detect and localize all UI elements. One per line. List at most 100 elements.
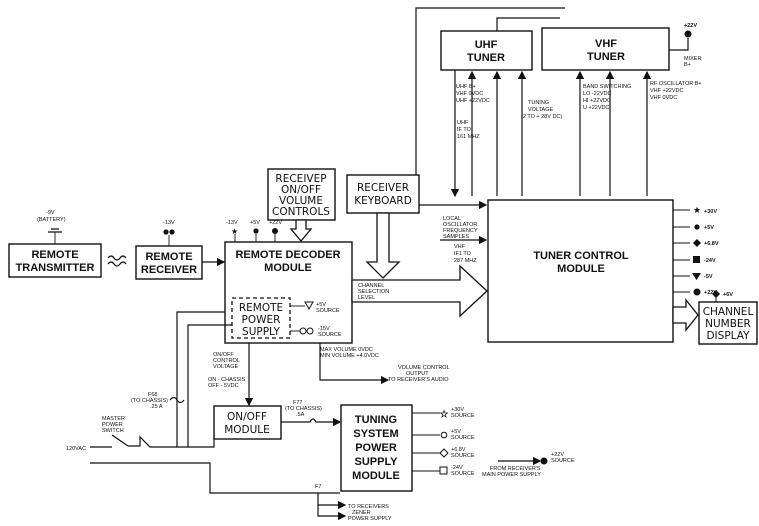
svg-text:SAMPLES: SAMPLES	[443, 234, 469, 240]
svg-text:TUNER CONTROL: TUNER CONTROL	[533, 250, 629, 262]
svg-text:VHF +22VDC: VHF +22VDC	[650, 88, 683, 94]
svg-text:ON/OFF: ON/OFF	[213, 352, 234, 358]
svg-text:B+: B+	[684, 62, 691, 68]
onoff-module-block: ON/OFF MODULE	[213, 405, 282, 440]
svg-text:+5V: +5V	[250, 220, 260, 226]
svg-text:TRANSMITTER: TRANSMITTER	[16, 262, 95, 274]
svg-text:TUNING: TUNING	[355, 414, 397, 426]
svg-text:VHF: VHF	[454, 244, 466, 250]
svg-text:SELECTION: SELECTION	[358, 289, 389, 295]
diamond-symbol	[693, 239, 701, 247]
svg-text:SOURCE: SOURCE	[451, 435, 475, 441]
svg-text:UHF: UHF	[475, 39, 498, 51]
master-switch[interactable]	[111, 434, 215, 448]
minus15-source-label: -15V SOURCE	[318, 326, 342, 338]
svg-text:BAND SWITCHING: BAND SWITCHING	[583, 84, 631, 90]
svg-text:★: ★	[440, 409, 448, 419]
remote-decoder-module-block: REMOTE DECODER MODULE	[224, 241, 353, 344]
svg-text:MAIN POWER SUPPLY: MAIN POWER SUPPLY	[482, 472, 541, 478]
ir-waves	[107, 255, 127, 267]
display-supply-diamond	[712, 290, 720, 298]
svg-text:LOCAL: LOCAL	[443, 216, 461, 222]
big-dot-symbol	[693, 288, 701, 296]
svg-text:POWER: POWER	[355, 442, 397, 454]
svg-text:VHF 0VDC: VHF 0VDC	[650, 95, 677, 101]
svg-text:287 MHZ: 287 MHZ	[454, 258, 477, 264]
vhf-if-label: VHF IF1 TO 287 MHZ	[454, 244, 477, 264]
svg-text:MODULE: MODULE	[557, 263, 605, 275]
svg-text:TUNER: TUNER	[467, 52, 505, 64]
svg-text:(TO CHASSIS): (TO CHASSIS)	[131, 398, 168, 404]
svg-text:-9V: -9V	[46, 210, 55, 216]
svg-text:FREQUENCY: FREQUENCY	[443, 228, 478, 234]
svg-text:REMOTE: REMOTE	[31, 249, 78, 261]
svg-text:SOURCE: SOURCE	[318, 332, 342, 338]
dot-symbol	[694, 224, 700, 230]
svg-text:REMOTE: REMOTE	[145, 251, 192, 263]
svg-text:RECEIVEP: RECEIVEP	[275, 173, 326, 185]
svg-text:LO -22VDC: LO -22VDC	[583, 91, 611, 97]
mixer-terminal	[684, 30, 692, 38]
svg-text:-24V: -24V	[451, 465, 463, 471]
svg-text:OUTPUT: OUTPUT	[406, 371, 429, 377]
svg-text:VHF 0VDC: VHF 0VDC	[456, 91, 483, 97]
receiver-onoff-volume-block: RECEIVEP ON/OFF VOLUME CONTROLS	[267, 168, 336, 221]
mixer-label: +22V MIXER B+	[684, 23, 701, 68]
svg-text:SYSTEM: SYSTEM	[353, 428, 398, 440]
svg-text:SOURCE: SOURCE	[451, 413, 475, 419]
battery-label: -9V (BATTERY)	[37, 210, 66, 223]
svg-text:RECEIVER: RECEIVER	[357, 182, 409, 194]
svg-text:(BATTERY): (BATTERY)	[37, 217, 66, 223]
svg-text:+22V: +22V	[551, 452, 564, 458]
svg-text:MAX VOLUME 0VDC: MAX VOLUME 0VDC	[320, 347, 373, 353]
svg-text:+22V: +22V	[269, 220, 282, 226]
channel-selection-label: CHANNEL SELECTION LEVEL	[358, 283, 389, 301]
svg-text:CONTROL: CONTROL	[213, 358, 240, 364]
rx-supply-label: -13V	[163, 220, 175, 226]
svg-text:IF TO: IF TO	[457, 127, 472, 133]
controls-arrow	[289, 219, 313, 243]
svg-text:-24V: -24V	[704, 258, 716, 264]
svg-text:SOURCE: SOURCE	[316, 308, 340, 314]
svg-text:+5V: +5V	[451, 429, 461, 435]
band-switching-label: BAND SWITCHING LO -22VDC HI +22VDC U +22…	[583, 84, 631, 111]
svg-text:VOLUME CONTROL: VOLUME CONTROL	[398, 365, 450, 371]
tuning-voltage-label: TUNING VOLTAGE (2 TO + 28V DC)	[521, 100, 562, 120]
svg-text:SUPPLY: SUPPLY	[242, 326, 280, 338]
svg-text:RF OSCILLATOR B+: RF OSCILLATOR B+	[650, 81, 702, 87]
uhf-tuner-block: UHF TUNER	[440, 30, 533, 71]
svg-text:MODULE: MODULE	[224, 424, 270, 436]
svg-text:-5V: -5V	[704, 274, 713, 280]
plus22-source-label: +22V SOURCE	[551, 452, 575, 464]
uhf-bplus-label: UHF B+ VHF 0VDC UHF +22VDC	[456, 84, 490, 104]
svg-text:VOLUME: VOLUME	[279, 195, 323, 207]
svg-text:+30V: +30V	[704, 209, 717, 215]
svg-text:CHANNEL: CHANNEL	[703, 306, 754, 318]
svg-text:NUMBER: NUMBER	[705, 318, 751, 330]
svg-text:ZENER: ZENER	[352, 510, 371, 516]
svg-text:ON/OFF: ON/OFF	[227, 411, 267, 423]
svg-text:VOLTAGE: VOLTAGE	[213, 364, 238, 370]
svg-text:F77: F77	[293, 400, 302, 406]
from-receiver-label: FROM RECEIVER'S MAIN POWER SUPPLY	[482, 466, 541, 478]
tps-outputs: ★ +30V SOURCE +5V SOURCE +6.8V SOURCE -2…	[412, 407, 475, 477]
svg-text:POWER SUPPLY: POWER SUPPLY	[348, 516, 392, 522]
vhf-oscillator-label: RF OSCILLATOR B+ VHF +22VDC VHF 0VDC	[650, 81, 702, 101]
channel-number-display-block: CHANNEL NUMBER DISPLAY	[698, 301, 758, 345]
svg-text:.25 A: .25 A	[150, 404, 163, 410]
svg-text:-15V: -15V	[318, 326, 330, 332]
svg-text:LEVEL: LEVEL	[358, 295, 375, 301]
svg-text:KEYBOARD: KEYBOARD	[354, 195, 412, 207]
svg-text:CHANNEL: CHANNEL	[358, 283, 384, 289]
remote-power-supply-block: REMOTE POWER SUPPLY	[231, 297, 291, 339]
svg-text:REMOTE: REMOTE	[239, 302, 283, 314]
svg-text:IF1 TO: IF1 TO	[454, 251, 472, 257]
svg-text:+22V: +22V	[684, 23, 697, 29]
top-feed-line	[415, 7, 565, 205]
svg-text:POWER: POWER	[102, 422, 123, 428]
decoder-feed	[187, 324, 232, 445]
svg-text:VHF: VHF	[595, 38, 617, 50]
svg-text:U +22VDC: U +22VDC	[583, 105, 609, 111]
svg-text:FROM RECEIVER'S: FROM RECEIVER'S	[490, 466, 541, 472]
svg-text:+5V: +5V	[704, 225, 714, 231]
